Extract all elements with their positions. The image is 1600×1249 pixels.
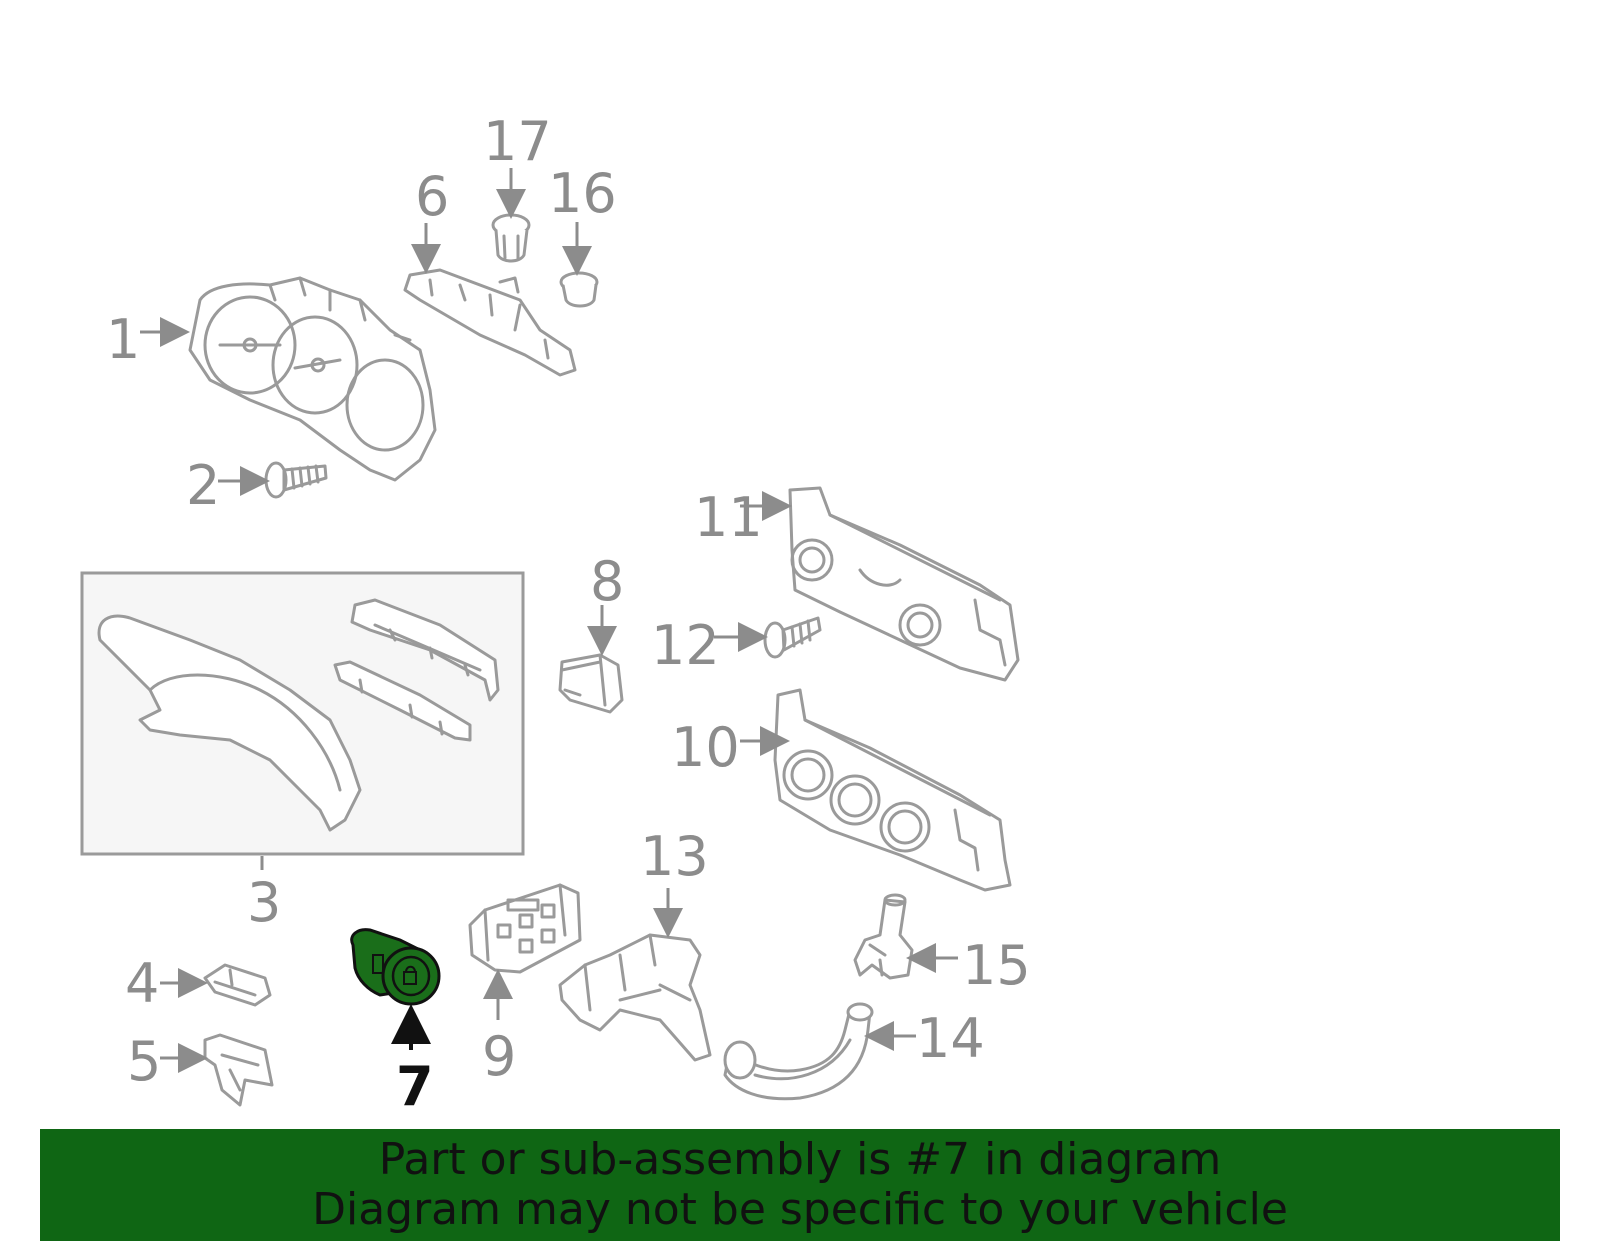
callout-2: 2 [186,454,220,517]
part-14-duct-hose [723,1002,874,1101]
callout-11: 11 [694,486,763,549]
part-2-screw [264,461,328,499]
part-1-instrument-cluster [188,276,437,482]
part-17-cap [491,213,531,263]
notice-banner: Part or sub-assembly is #7 in diagram Di… [40,1129,1560,1241]
part-13-bracket [558,933,712,1062]
part-16-cap [559,271,599,308]
callout-13: 13 [640,825,709,888]
banner-line-2: Diagram may not be specific to your vehi… [312,1184,1288,1235]
part-12-screw [763,616,822,659]
part-9-switch-panel [468,883,582,974]
callout-5: 5 [127,1030,161,1093]
part-8-switch [558,653,624,714]
callout-9: 9 [482,1025,516,1088]
callout-17: 17 [483,110,552,173]
banner-line-1: Part or sub-assembly is #7 in diagram [378,1134,1222,1185]
part-5-bracket [203,1033,274,1107]
part-10-climate-control-panel [773,688,1012,892]
callout-1: 1 [106,308,140,371]
callout-7-highlighted: 7 [396,1055,434,1118]
callout-8: 8 [590,550,624,613]
callout-15: 15 [962,934,1031,997]
part-4-clip [203,963,272,1007]
callout-10: 10 [671,716,740,779]
part-7-power-outlet-highlighted [350,928,441,1006]
part-6-mounting-bracket [403,268,577,377]
callout-3: 3 [247,871,281,934]
callout-12: 12 [651,614,720,677]
part-15-sensor [853,893,914,980]
callout-14: 14 [916,1007,985,1070]
callout-6: 6 [415,165,449,228]
callout-16: 16 [548,162,617,225]
part-11-climate-control-panel [788,486,1020,682]
callout-4: 4 [125,952,159,1015]
part-3-trim-assembly-box [80,571,525,856]
